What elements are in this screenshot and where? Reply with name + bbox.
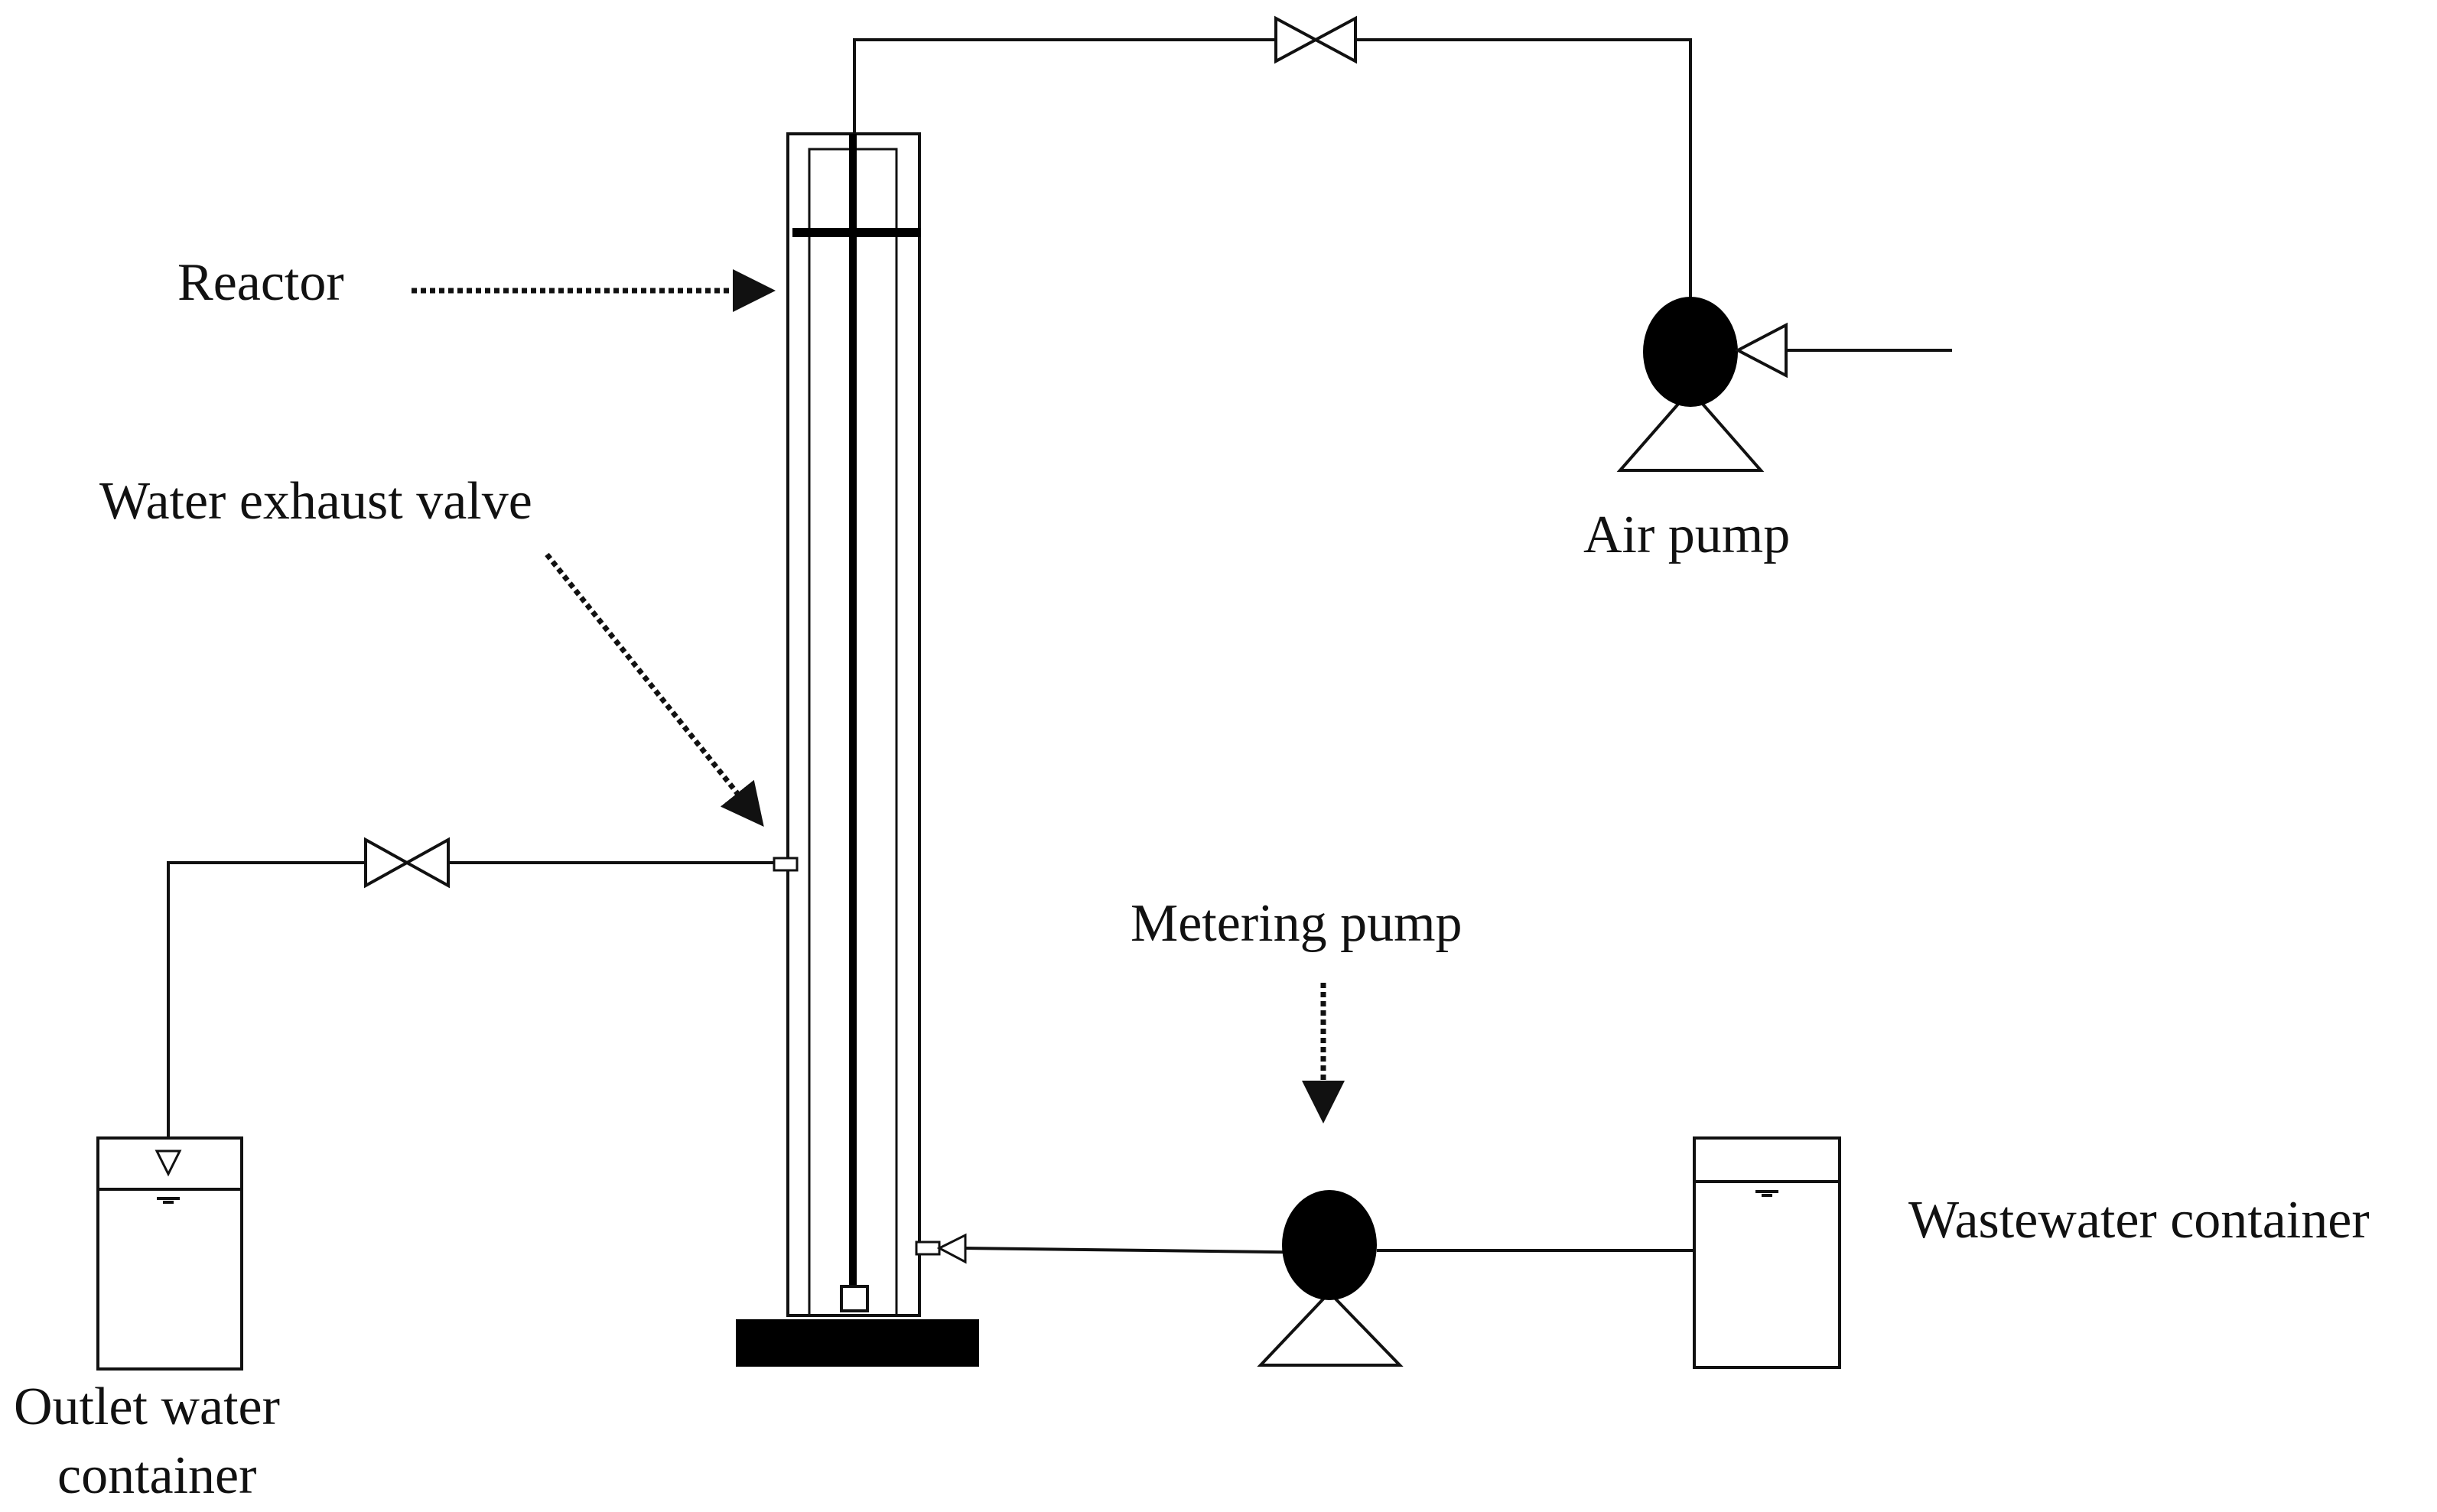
outlet-container-body — [96, 1136, 243, 1371]
air-pipe — [853, 38, 1692, 298]
exhaust-valve-pointer-arrow — [545, 552, 764, 827]
air-pump-icon — [1643, 297, 1738, 407]
reactor-label: Reactor — [177, 253, 344, 312]
outlet-inflow-arrow-icon — [155, 1149, 182, 1177]
metering-pump — [936, 1190, 1694, 1367]
metering-pump-icon — [1282, 1190, 1377, 1300]
wastewater-container-label: Wastewater container — [1908, 1191, 2370, 1250]
inlet-pipe — [965, 1247, 1332, 1254]
reactor-base — [736, 1319, 979, 1367]
wastewater-container-body — [1693, 1136, 1841, 1369]
wastewater-surface-mark — [1755, 1190, 1778, 1197]
outlet-pipe — [167, 861, 774, 1151]
air-pump — [1616, 297, 1952, 472]
reactor-aeration-tube — [849, 134, 857, 1289]
air-pump-label: Air pump — [1583, 506, 1790, 564]
outlet-water-container-label-line1: Outlet water — [14, 1377, 280, 1436]
wastewater-container — [1693, 1136, 1841, 1369]
inlet-arrow-icon — [936, 1233, 967, 1264]
outlet-line — [167, 837, 774, 1151]
metering-pump-stand — [1257, 1290, 1404, 1367]
inlet-port — [915, 1240, 941, 1256]
air-intake-arrow-icon — [1734, 322, 1788, 379]
water-exhaust-port — [773, 857, 799, 872]
reactor — [736, 132, 979, 1367]
aeration-diffuser — [840, 1285, 869, 1312]
metering-pump-label: Metering pump — [1131, 894, 1463, 953]
outlet-valve-icon — [364, 837, 450, 889]
water-exhaust-valve-label: Water exhaust valve — [99, 472, 532, 531]
outlet-water-container-label-line2: container — [57, 1446, 256, 1505]
air-valve-icon — [1274, 15, 1357, 64]
air-line — [853, 15, 1692, 298]
air-pump-stand — [1616, 387, 1765, 472]
outlet-water-container — [96, 1136, 243, 1371]
outlet-water-surface-mark — [157, 1197, 180, 1204]
